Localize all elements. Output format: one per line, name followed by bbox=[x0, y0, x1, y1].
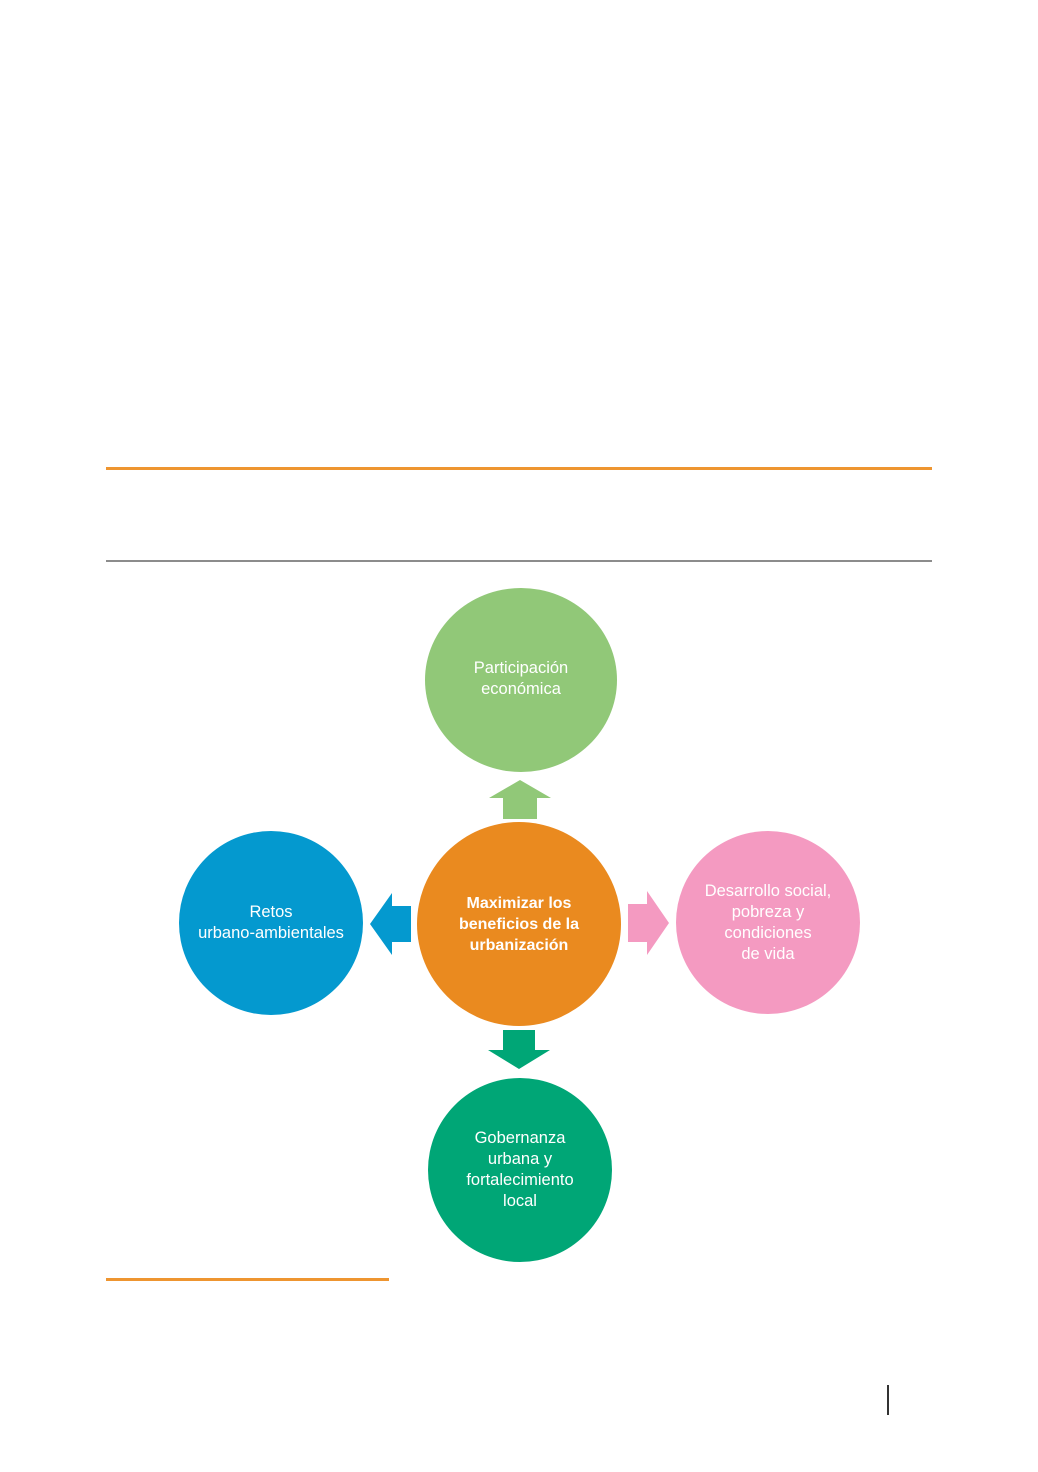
node-gobernanza-urbana: Gobernanza urbana y fortalecimiento loca… bbox=[428, 1078, 612, 1262]
node-label: Maximizar los beneficios de la urbanizac… bbox=[458, 894, 580, 954]
arrow-right-icon bbox=[628, 891, 669, 955]
node-label: Participación económica bbox=[473, 659, 569, 698]
node-desarrollo-social: Desarrollo social, pobreza y condiciones… bbox=[676, 831, 860, 1014]
node-retos-urbano-ambientales: Retos urbano-ambientales bbox=[179, 831, 363, 1015]
arrow-left-shape bbox=[370, 893, 411, 955]
node-participacion-economica: Participación económica bbox=[425, 588, 617, 772]
orange-divider-bottom bbox=[106, 1278, 389, 1281]
node-label: Gobernanza urbana y fortalecimiento loca… bbox=[466, 1129, 574, 1210]
node-label: Retos urbano-ambientales bbox=[198, 903, 344, 942]
arrow-up-shape bbox=[489, 780, 551, 819]
arrow-down-icon bbox=[488, 1030, 550, 1069]
orange-divider-top bbox=[106, 467, 932, 470]
node-label: Desarrollo social, pobreza y condiciones… bbox=[704, 882, 832, 963]
arrow-left-icon bbox=[370, 893, 411, 955]
arrow-down-shape bbox=[488, 1030, 550, 1069]
gray-divider bbox=[106, 560, 932, 562]
node-maximizar-beneficios: Maximizar los beneficios de la urbanizac… bbox=[417, 822, 621, 1026]
page-marker bbox=[887, 1385, 889, 1415]
arrow-right-shape bbox=[628, 891, 669, 955]
arrow-up-icon bbox=[489, 780, 551, 819]
